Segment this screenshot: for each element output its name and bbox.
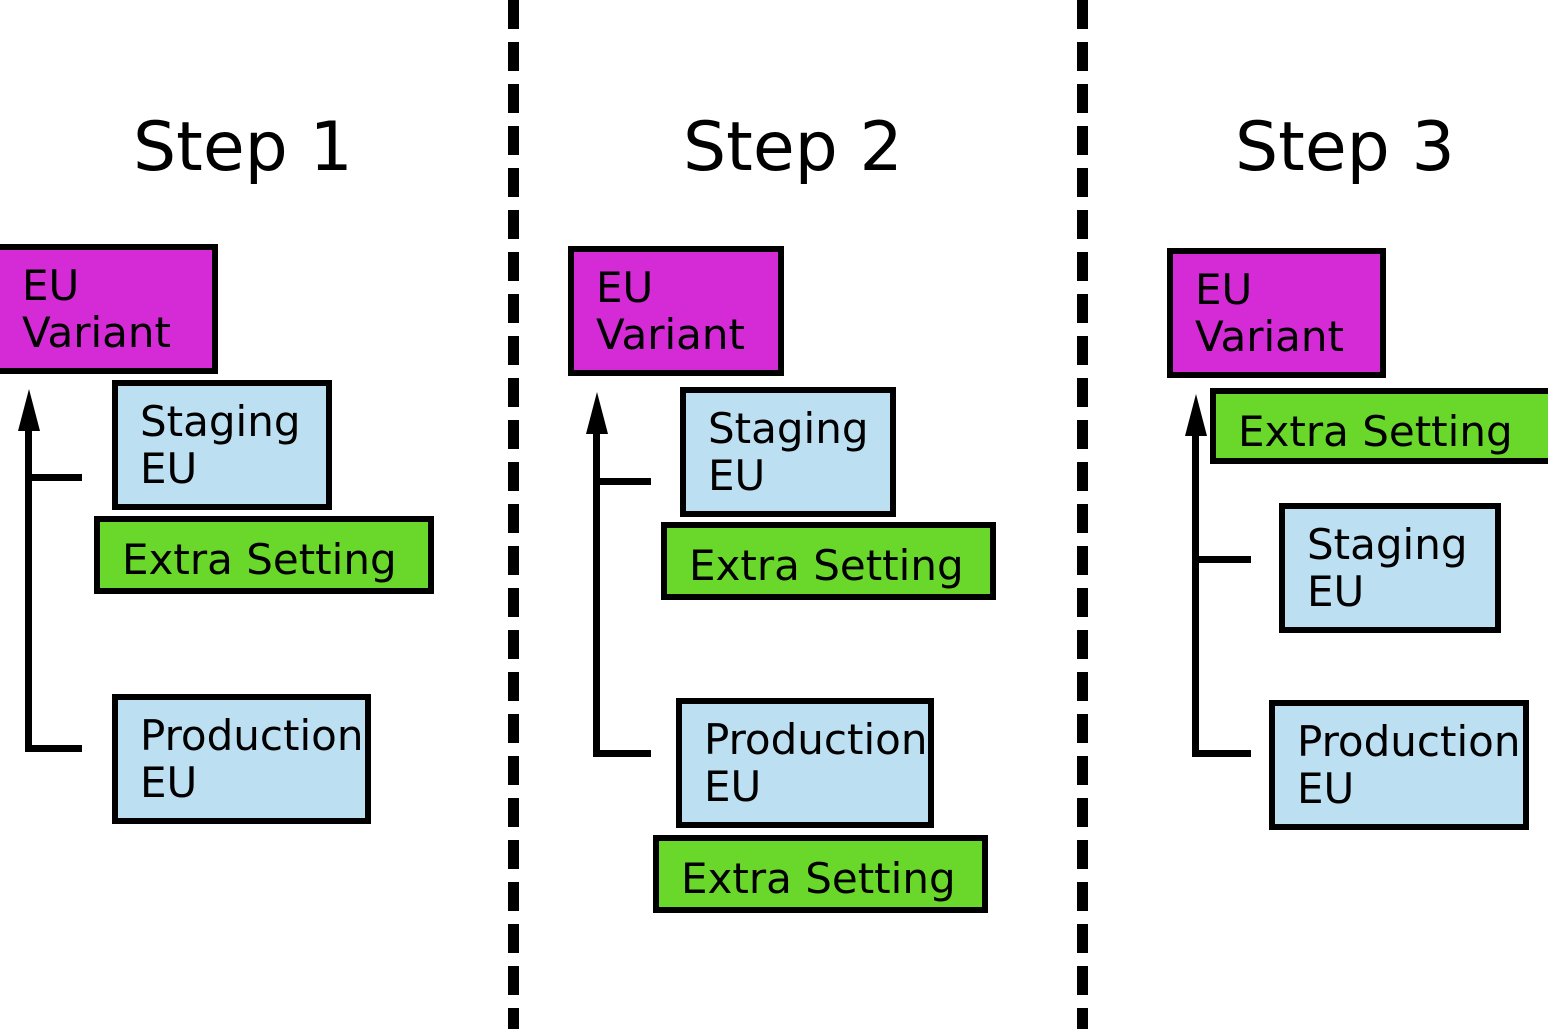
step-2-arrow-head-icon bbox=[586, 392, 608, 434]
step-2-eu-variant-node[interactable]: EU Variant bbox=[568, 246, 784, 376]
step-3-eu-variant-node[interactable]: EU Variant bbox=[1167, 248, 1386, 378]
step-3-connector-spine bbox=[1192, 430, 1199, 757]
step-2-extra-setting-production-node[interactable]: Extra Setting bbox=[653, 835, 988, 913]
step-1-arrow-head-icon bbox=[18, 389, 40, 431]
step-divider-1 bbox=[508, 0, 519, 1029]
step-1-staging-eu-node[interactable]: Staging EU bbox=[112, 380, 332, 510]
step-3-connector-stub-staging bbox=[1192, 556, 1251, 563]
step-1-production-eu-node[interactable]: Production EU bbox=[112, 694, 371, 824]
step-2-connector-stub-staging bbox=[593, 478, 651, 485]
step-1-extra-setting-staging-node[interactable]: Extra Setting bbox=[94, 516, 434, 594]
step-3-connector-stub-production bbox=[1192, 750, 1251, 757]
step-2-title: Step 2 bbox=[683, 108, 903, 187]
step-2-production-eu-node[interactable]: Production EU bbox=[676, 698, 934, 828]
step-1-connector-stub-staging bbox=[25, 474, 82, 481]
step-3-title: Step 3 bbox=[1235, 108, 1455, 187]
step-2-staging-eu-node[interactable]: Staging EU bbox=[680, 387, 896, 517]
step-1-eu-variant-node[interactable]: EU Variant bbox=[0, 244, 218, 374]
step-2-connector-spine bbox=[593, 428, 600, 757]
step-divider-2 bbox=[1077, 0, 1088, 1029]
step-1-title: Step 1 bbox=[133, 108, 353, 187]
step-2-connector-stub-production bbox=[593, 750, 651, 757]
step-3-arrow-head-icon bbox=[1185, 394, 1207, 436]
step-2-extra-setting-staging-node[interactable]: Extra Setting bbox=[661, 522, 996, 600]
step-3-extra-setting-variant-node[interactable]: Extra Setting bbox=[1210, 388, 1548, 464]
step-1-connector-stub-production bbox=[25, 745, 82, 752]
step-3-production-eu-node[interactable]: Production EU bbox=[1269, 700, 1529, 830]
step-3-staging-eu-node[interactable]: Staging EU bbox=[1279, 503, 1501, 633]
step-1-connector-spine bbox=[25, 424, 32, 752]
